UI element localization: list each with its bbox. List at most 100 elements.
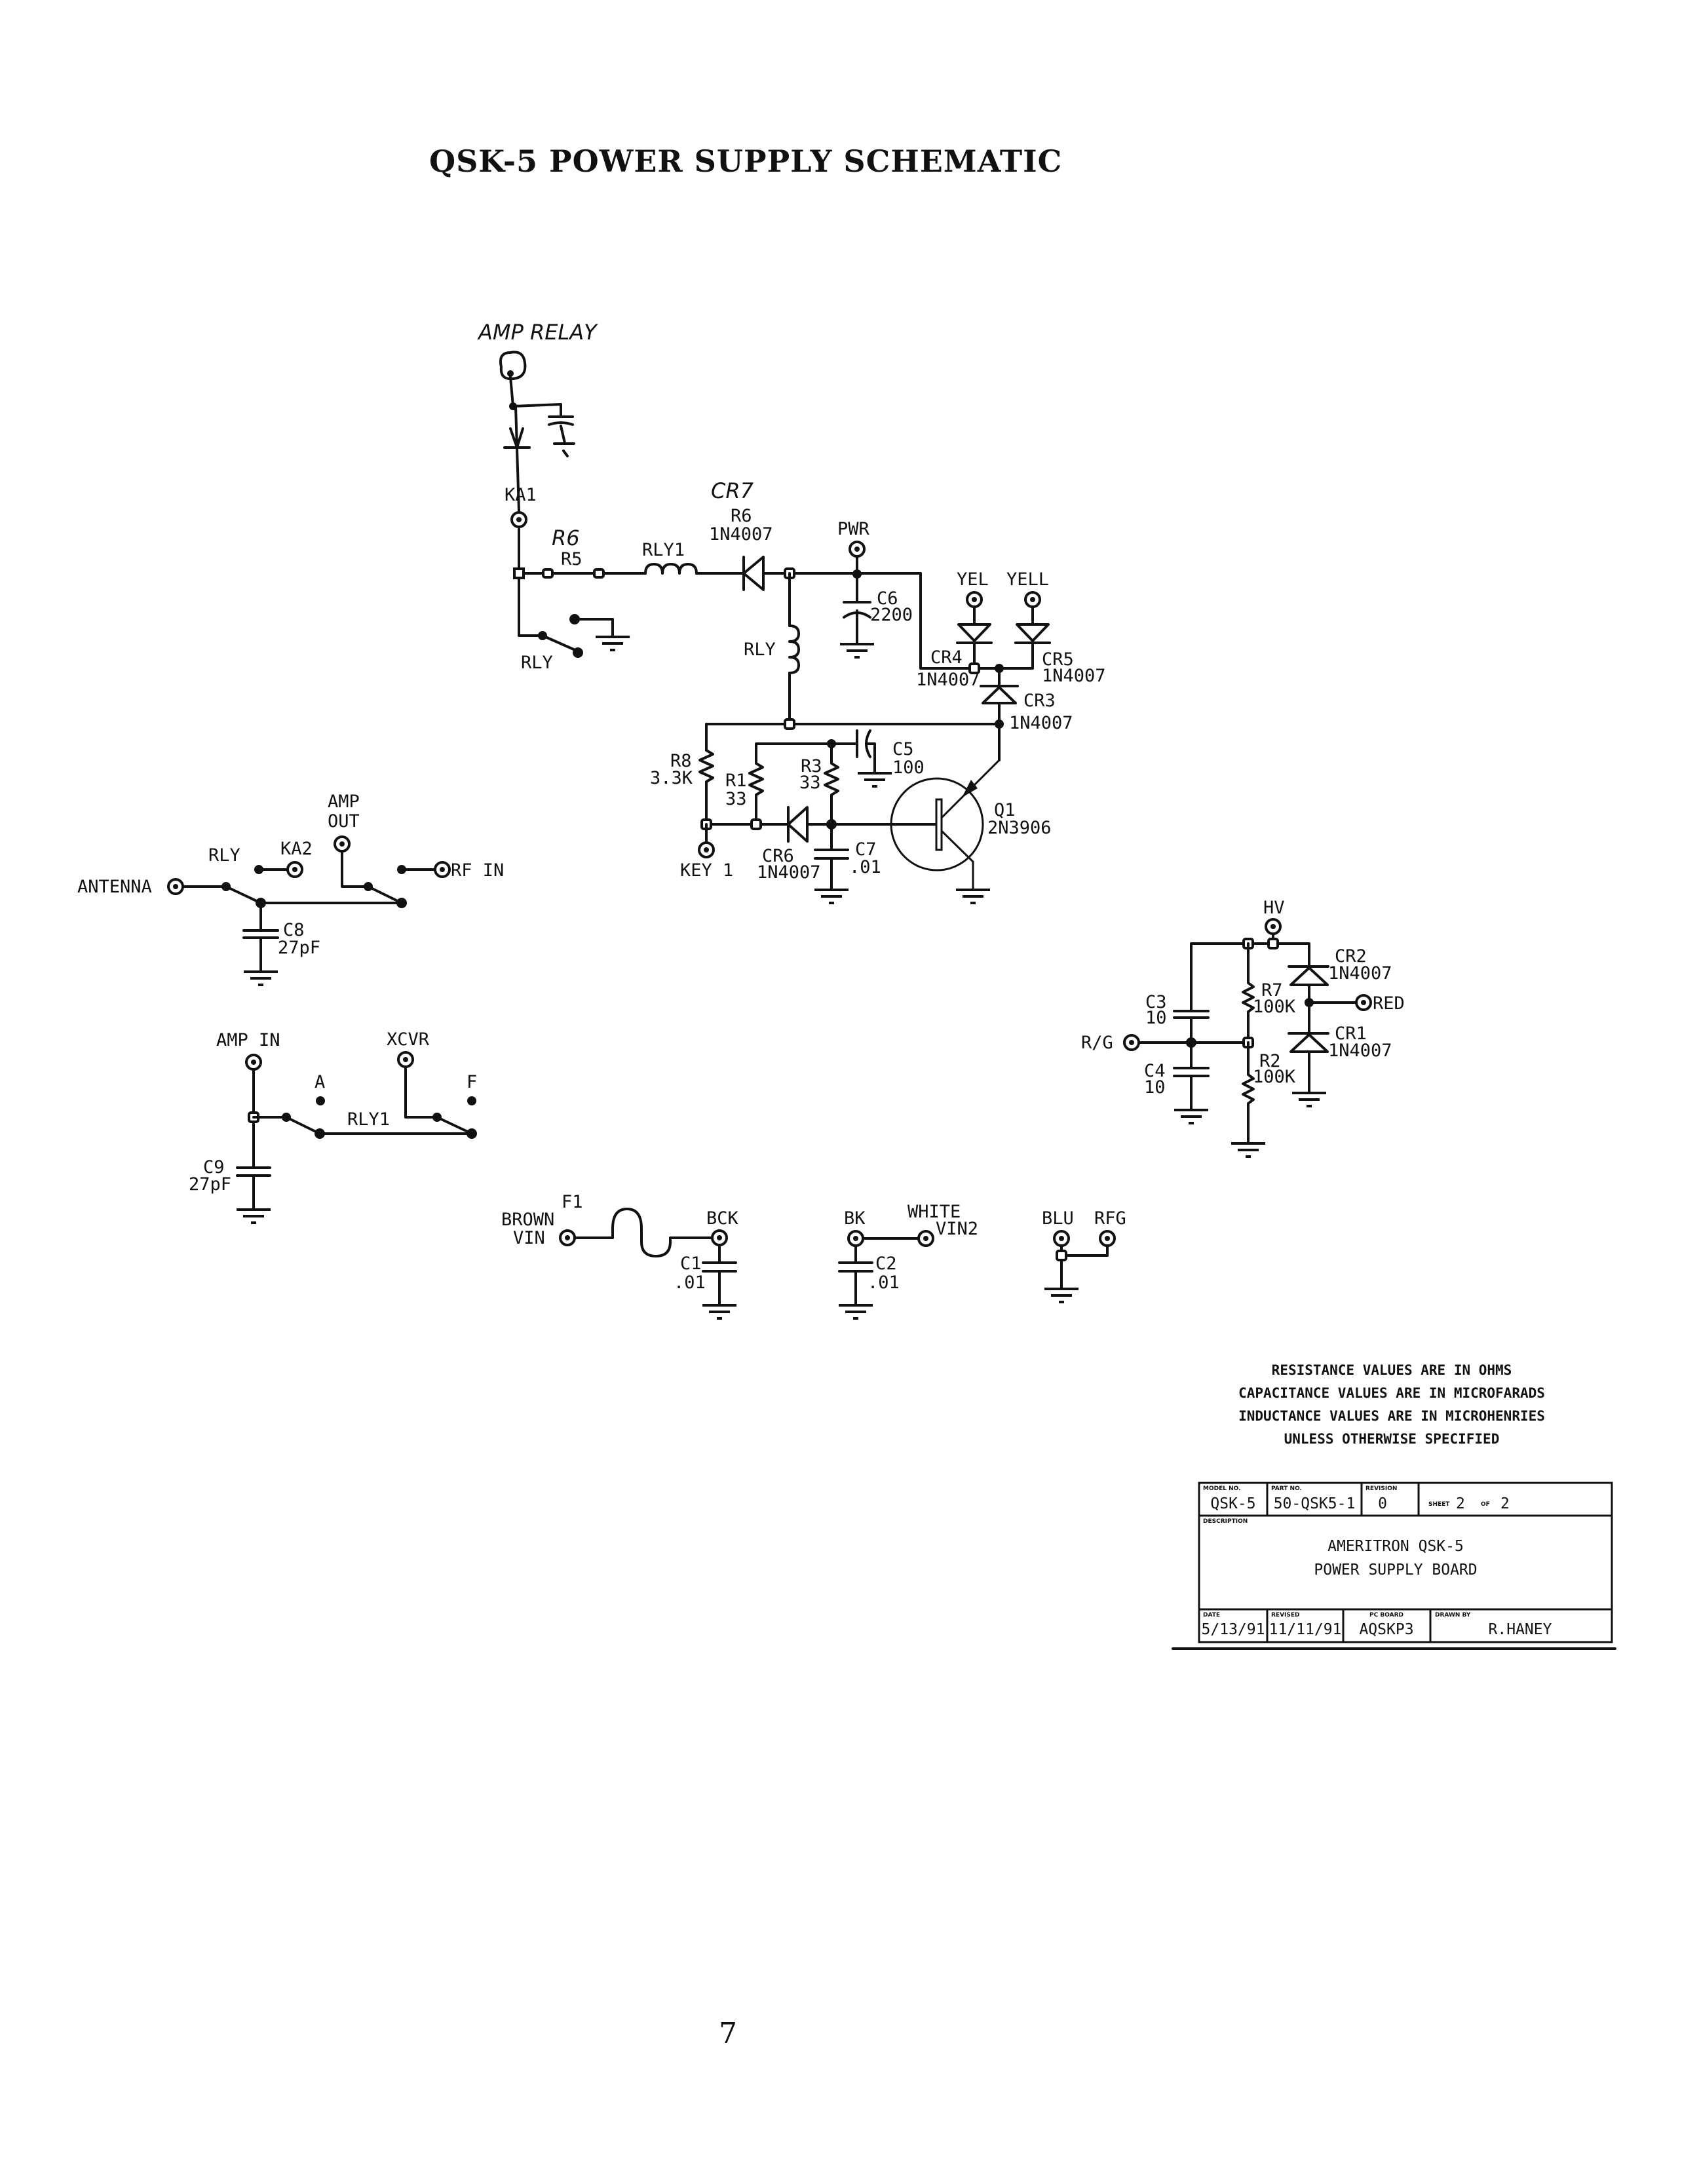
ground-icon (242, 970, 279, 986)
q1-emitter (940, 724, 1001, 819)
hv-terminal[interactable] (1265, 918, 1282, 935)
c6-label: C6 (877, 588, 898, 609)
red-label: RED (1373, 993, 1405, 1014)
yell-terminal[interactable] (1024, 591, 1041, 608)
ground-icon (701, 1304, 738, 1320)
rly1-label: RLY1 (347, 1109, 390, 1130)
revision-label: REVISION (1365, 1485, 1397, 1492)
xcvr-label: XCVR (387, 1029, 430, 1050)
ground-icon (235, 1208, 272, 1224)
sheet-value: 2 (1456, 1495, 1465, 1512)
wire (514, 405, 520, 512)
c6-value: 2200 (870, 605, 913, 625)
title-block-frame (1198, 1482, 1613, 1643)
bk-label: BK (844, 1208, 866, 1229)
amp-relay-connector-pin (507, 370, 514, 377)
amp-out-terminal[interactable] (334, 835, 351, 853)
ka1-terminal[interactable] (510, 511, 527, 528)
r5-pad (542, 568, 554, 579)
wire (509, 375, 562, 418)
xcvr-terminal[interactable] (397, 1051, 414, 1068)
rfg-label: RFG (1094, 1208, 1126, 1229)
cr3-diode-icon (982, 686, 1017, 704)
vin-terminal[interactable] (559, 1229, 576, 1246)
blu-label: BLU (1042, 1208, 1074, 1229)
vin2-terminal[interactable] (917, 1230, 934, 1247)
key1-terminal[interactable] (698, 841, 715, 858)
q1-collector (940, 830, 974, 890)
r2-value: 100K (1253, 1067, 1296, 1087)
sheet-label: SHEET (1428, 1501, 1450, 1508)
r3-label: R3 (801, 756, 822, 776)
title-block: MODEL NO. QSK-5 PART NO. 50-QSK5-1 REVIS… (1172, 1482, 1616, 1650)
antenna-label: ANTENNA (77, 877, 152, 897)
node (968, 662, 980, 674)
cr2-label: CR2 (1335, 946, 1367, 967)
cr4-diode-icon (957, 623, 991, 642)
ground-icon (562, 450, 569, 457)
cr3-label: CR3 (1023, 691, 1056, 711)
amp-out-label-line2: OUT (328, 811, 360, 832)
r7-label: R7 (1261, 980, 1283, 1001)
ka2-terminal[interactable] (286, 861, 303, 878)
pwr-terminal[interactable] (849, 541, 866, 558)
antenna-circuit: ANTENNA RLY KA2 AMP OUT RF IN C8 27pF (77, 792, 504, 986)
part-no-label: PART NO. (1271, 1485, 1302, 1492)
r8-value: 3.3K (650, 768, 693, 788)
rly-contact (396, 898, 407, 908)
ground-icon (1173, 1109, 1210, 1124)
q1-part-label: 2N3906 (987, 818, 1052, 838)
amp-in-terminal[interactable] (245, 1054, 262, 1071)
input-circuit: BROWN VIN F1 BCK C1 .01 BK WHITE VIN2 C2… (501, 1192, 1126, 1320)
hv-circuit: HV CR2 1N4007 RED CR1 1N4007 R7 100K R/G… (1081, 898, 1405, 1158)
node (784, 718, 795, 730)
q1-transistor-icon (890, 777, 984, 872)
amp-relay-handwritten-label: AMP RELAY (477, 320, 598, 345)
model-no-label: MODEL NO. (1203, 1485, 1241, 1492)
antenna-terminal[interactable] (167, 878, 184, 895)
ground-icon (1291, 1092, 1327, 1107)
bk-terminal[interactable] (847, 1230, 864, 1247)
c9-label: C9 (203, 1157, 225, 1178)
ground-icon (839, 643, 875, 659)
cr6-diode-icon (787, 806, 809, 843)
bck-terminal[interactable] (711, 1229, 728, 1246)
bck-label: BCK (706, 1208, 739, 1229)
r5-label: R5 (561, 549, 582, 569)
f1-fuse-icon (573, 1208, 714, 1257)
note-line: RESISTANCE VALUES ARE IN OHMS (1272, 1362, 1512, 1378)
revised-label: REVISED (1271, 1612, 1300, 1619)
yel-terminal[interactable] (966, 591, 983, 608)
c8-value: 27pF (278, 938, 320, 958)
red-terminal[interactable] (1355, 994, 1372, 1011)
f-contact-label: F (467, 1072, 477, 1092)
key1-label: KEY 1 (680, 860, 733, 881)
rfg-terminal[interactable] (1099, 1230, 1116, 1247)
yell-label: YELL (1006, 569, 1049, 590)
c5-label: C5 (892, 739, 914, 759)
cr5-diode-icon (1016, 623, 1050, 642)
rly1-switch-arm (436, 1116, 473, 1135)
r8-resistor-icon (698, 749, 714, 826)
wire (1060, 1244, 1109, 1257)
c7-value: .01 (849, 857, 881, 877)
ground-icon (955, 889, 991, 904)
amp-relay-connector-icon (499, 351, 527, 381)
ground-icon (1230, 1142, 1267, 1158)
rly-coil-label: RLY (744, 640, 776, 660)
rly-switch-arm (541, 634, 578, 652)
rly1-contact-a (316, 1096, 325, 1105)
yel-label: YEL (957, 569, 989, 590)
c9-value: 27pF (189, 1174, 231, 1195)
cr1-diode-icon (1289, 1033, 1329, 1053)
r3-resistor-icon (824, 742, 839, 826)
rly1-switch-arm (285, 1116, 321, 1135)
note-line: CAPACITANCE VALUES ARE IN MICROFARADS (1238, 1385, 1545, 1401)
blu-terminal[interactable] (1053, 1230, 1070, 1247)
rly-label: RLY (208, 845, 240, 866)
pc-board-label: PC BOARD (1369, 1612, 1403, 1619)
rly-switch-label: RLY (521, 653, 553, 673)
rf-in-terminal[interactable] (434, 861, 451, 878)
rg-terminal[interactable] (1123, 1034, 1140, 1051)
c2-label: C2 (875, 1254, 897, 1274)
